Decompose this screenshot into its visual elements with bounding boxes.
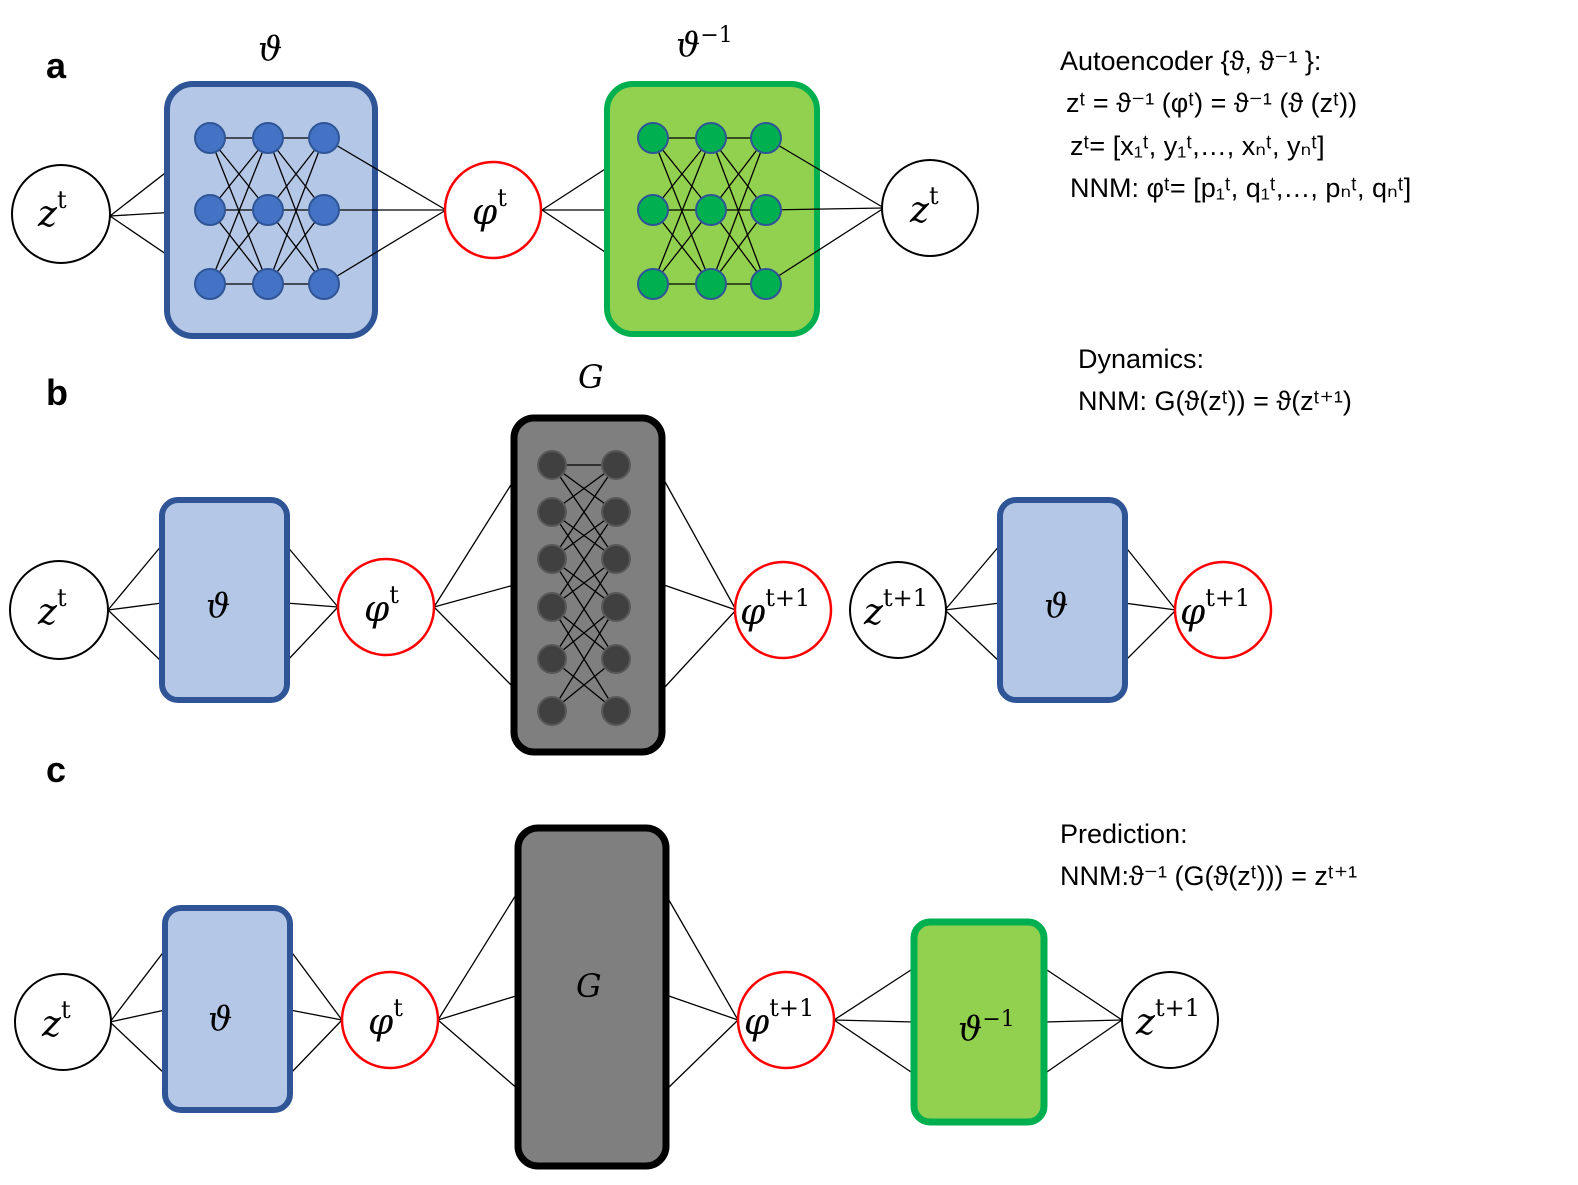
decoder-box-c	[910, 918, 1048, 1126]
annotation-a-line-4: NNM: φᵗ= [p₁ᵗ, q₁ᵗ,…, pₙᵗ, qₙᵗ]	[1070, 173, 1411, 203]
dynamics-box-c-label: G	[576, 967, 602, 1005]
encoder-box-c	[162, 905, 293, 1113]
encoder-neurons	[194, 122, 340, 300]
annotation-c: Prediction: NNM:ϑ⁻¹ (G(ϑ(zᵗ))) = zᵗ⁺¹	[1060, 819, 1357, 891]
wires-c	[109, 889, 1123, 1091]
annotation-a: Autoencoder {ϑ, ϑ⁻¹ }: zᵗ = ϑ⁻¹ (φᵗ) = ϑ…	[1060, 46, 1411, 203]
annotation-c-line-1: Prediction:	[1060, 819, 1188, 849]
panel-a: ϑ ϑ−1 zt φt	[11, 23, 979, 339]
state-node-c-z-t1	[1121, 971, 1219, 1069]
latent-node-b-phi-t-label: φt	[364, 581, 399, 630]
state-node-z-t-output	[881, 159, 979, 257]
annotation-b-line-2: NNM: G(ϑ(zᵗ)) = ϑ(zᵗ⁺¹)	[1078, 386, 1352, 416]
dynamics-label-b: G	[578, 358, 604, 396]
state-node-c-z-t-label: zt	[41, 996, 71, 1045]
latent-node-b-right-phi-t1-label: φt+1	[1180, 584, 1250, 633]
state-node-b-z-t1	[849, 561, 947, 659]
state-node-b-z-t-label: zt	[37, 584, 67, 633]
state-node-c-z-t1-label: zt+1	[1135, 994, 1200, 1043]
latent-node-c-phi-t1-label: φt+1	[744, 994, 814, 1043]
annotation-b-line-1: Dynamics:	[1078, 344, 1204, 374]
latent-node-b-phi-t	[336, 557, 436, 657]
decoder-box-c-label: ϑ−1	[958, 1007, 1015, 1049]
latent-node-b-phi-t1	[733, 560, 833, 660]
state-node-z-t-output-label: zt	[909, 182, 939, 231]
state-node-z-t	[11, 164, 111, 264]
annotation-a-line-2: zᵗ = ϑ⁻¹ (φᵗ) = ϑ⁻¹ (ϑ (zᵗ))	[1066, 88, 1357, 118]
encoder-box-b	[159, 497, 290, 703]
state-node-b-z-t	[9, 560, 109, 660]
panel-b: ϑ G zt φt φt+1	[9, 358, 1273, 756]
latent-node-phi-t	[443, 160, 543, 260]
panel-label-c: c	[46, 749, 66, 790]
encoder-label: ϑ	[258, 29, 282, 69]
latent-node-b-right-phi-t1	[1173, 560, 1273, 660]
annotation-b: Dynamics: NNM: G(ϑ(zᵗ)) = ϑ(zᵗ⁺¹)	[1078, 344, 1352, 416]
decoder-label: ϑ−1	[676, 23, 733, 65]
wires-b-left	[107, 479, 737, 689]
latent-node-c-phi-t-label: φt	[368, 994, 403, 1043]
latent-node-c-phi-t	[340, 970, 440, 1070]
annotation-c-line-2: NNM:ϑ⁻¹ (G(ϑ(zᵗ))) = zᵗ⁺¹	[1060, 861, 1357, 891]
panel-c: ϑ G ϑ−1 zt φt φt+1 zt+1	[14, 824, 1219, 1170]
latent-node-b-phi-t1-label: φt+1	[740, 584, 810, 633]
encoder-box-b-right-label: ϑ	[1044, 586, 1068, 626]
dynamics-box-b	[510, 414, 666, 756]
state-node-c-z-t	[14, 973, 112, 1071]
state-node-b-z-t1-label: zt+1	[863, 584, 928, 633]
dynamics-box-c	[514, 824, 670, 1170]
panel-label-b: b	[46, 372, 68, 413]
encoder-box-b-right	[997, 497, 1128, 703]
annotation-a-line-1: Autoencoder {ϑ, ϑ⁻¹ }:	[1060, 46, 1321, 76]
encoder-box-c-label: ϑ	[208, 999, 232, 1039]
latent-node-phi-t-label: φt	[472, 184, 507, 233]
annotation-a-line-3: zᵗ= [x₁ᵗ, y₁ᵗ,…, xₙᵗ, yₙᵗ]	[1070, 131, 1325, 161]
decoder-neurons	[637, 122, 782, 300]
encoder-box-b-label: ϑ	[206, 586, 230, 626]
state-node-z-t-label: zt	[37, 186, 67, 235]
dynamics-neurons	[537, 450, 631, 726]
wires-b-right	[944, 544, 1177, 663]
panel-label-a: a	[46, 45, 67, 86]
latent-node-c-phi-t1	[736, 970, 836, 1070]
